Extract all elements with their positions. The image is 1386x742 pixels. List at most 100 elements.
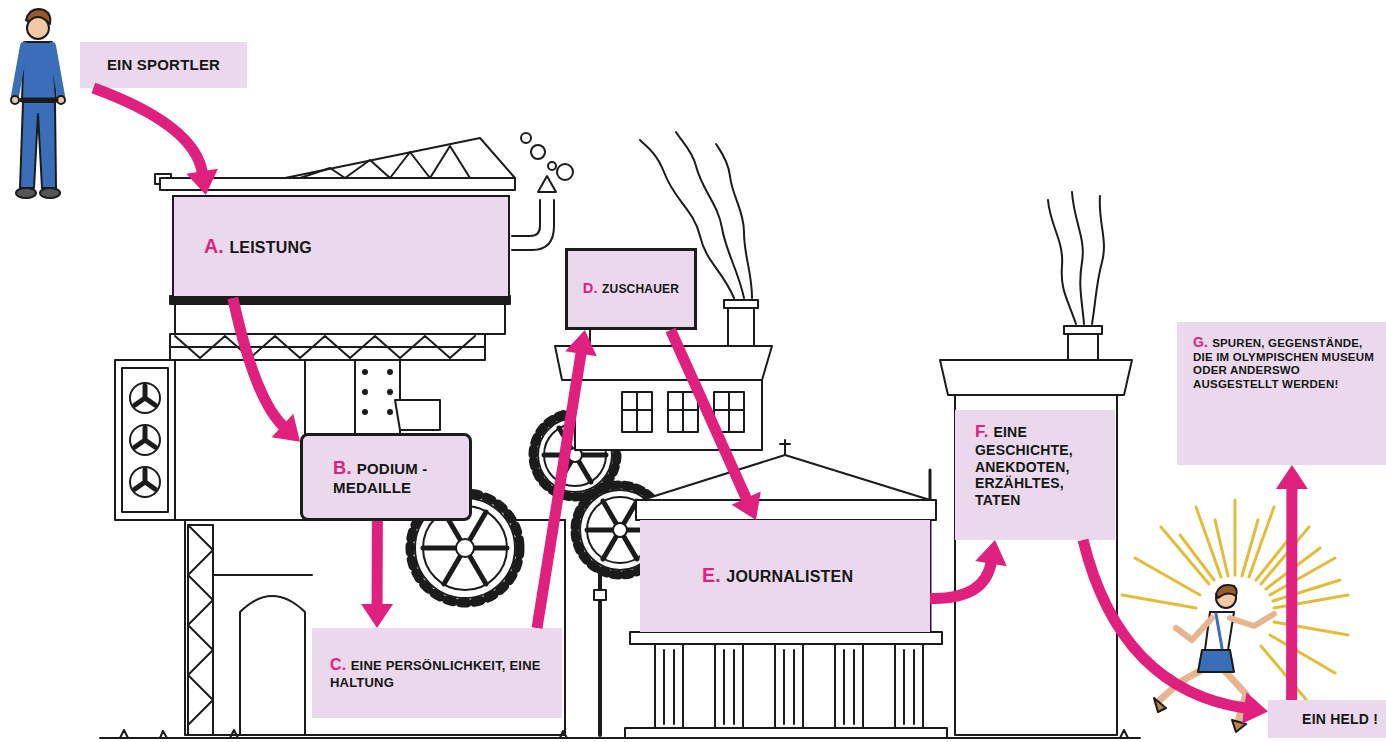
lamp-post [594, 575, 606, 735]
hero-label: EIN HELD ! [1268, 700, 1386, 738]
arrow-head [975, 540, 1007, 566]
arrow-head [1242, 692, 1268, 724]
arrow-shaft [930, 562, 991, 599]
hero-runner [1230, 614, 1274, 626]
stage-box: B.PODIUM - MEDAILLE [300, 433, 472, 521]
line-art [11, 9, 1348, 738]
callout-letter: E. [702, 564, 721, 586]
stage-box: G.SPUREN, GEGENSTÄNDE, DIE IM OLYMPISCHE… [1177, 322, 1386, 465]
callout-letter: B. [333, 457, 352, 478]
factory-building [115, 360, 175, 520]
athlete-figure [52, 46, 61, 96]
hero-runner [1154, 585, 1274, 732]
story-tower [1072, 192, 1084, 324]
press-temple [625, 440, 947, 738]
arrow-shaft [93, 88, 202, 173]
athlete-figure [11, 9, 65, 198]
hero-runner [1176, 618, 1212, 640]
athlete-figure [11, 96, 19, 104]
factory-building [240, 596, 305, 735]
stage-box: D. ZUSCHAUER [565, 248, 697, 330]
factory-building [130, 425, 160, 455]
factory-building [363, 410, 367, 414]
arrow-head [361, 604, 393, 628]
factory-building [512, 200, 554, 250]
factory-building [388, 390, 392, 394]
factory-building [388, 370, 392, 374]
factory-building [521, 133, 531, 143]
story-tower [940, 192, 1132, 735]
factory-building [135, 428, 155, 447]
factory-building [130, 467, 160, 497]
factory-building [388, 410, 392, 414]
factory-building [363, 390, 367, 394]
factory-building [213, 574, 312, 576]
gear-wheels [456, 539, 474, 557]
node-text: LEISTUNG [229, 239, 312, 256]
hero-runner [1198, 650, 1234, 672]
arrow-head [732, 492, 761, 520]
flow-arrow [233, 298, 300, 442]
press-temple [664, 650, 914, 724]
factory-building [122, 368, 168, 512]
athlete-figure [15, 46, 24, 96]
factory-building [135, 470, 155, 489]
press-temple [835, 644, 863, 730]
spectator-house [716, 144, 752, 298]
flow-arrow [930, 540, 1007, 598]
flow-arrow [537, 330, 597, 628]
hero-runner [1222, 668, 1246, 722]
text-block: G.SPUREN, GEGENSTÄNDE, DIE IM OLYMPISCHE… [1193, 334, 1380, 391]
text-block: B.PODIUM - MEDAILLE [333, 457, 459, 496]
arrow-shaft [372, 521, 383, 606]
callout-letter: D. [583, 280, 598, 296]
factory-building [538, 176, 556, 192]
factory-building [175, 304, 505, 334]
text-block: D. ZUSCHAUER [583, 280, 679, 297]
text-block: EIN SPORTLER [107, 56, 220, 74]
hero-runner [1216, 614, 1222, 648]
press-temple [780, 440, 790, 455]
flow-arrow [671, 330, 761, 520]
callout-letter: G. [1193, 334, 1208, 350]
flow-arrow [361, 521, 393, 628]
press-temple [642, 455, 930, 500]
flow-arrow [1083, 540, 1268, 724]
node-text: JOURNALISTEN [726, 568, 853, 585]
node-text: SPUREN, GEGENSTÄNDE, DIE IM OLYMPISCHEN … [1193, 337, 1374, 390]
stage-box: C.EINE PERSÖNLICHKEIT, EINE HALTUNG [312, 628, 562, 718]
story-tower [1048, 200, 1076, 324]
stage-box: E. JOURNALISTEN [640, 520, 930, 632]
press-temple [895, 644, 923, 730]
story-tower [1064, 326, 1102, 334]
athlete-figure [40, 188, 60, 198]
hero-runner [1232, 720, 1246, 732]
factory-building [170, 346, 485, 348]
hero-glow [1122, 500, 1348, 703]
factory-building [135, 386, 155, 405]
arrow-head [272, 414, 300, 442]
node-text: ZUSCHAUER [602, 282, 679, 296]
arrow-head [565, 330, 597, 356]
arrow-shaft [537, 352, 581, 628]
arrow-shaft [671, 330, 747, 500]
press-temple [636, 500, 936, 520]
hero-runner [1154, 698, 1166, 712]
athlete-figure [16, 188, 36, 198]
spectator-house [590, 330, 672, 346]
flow-arrow [1276, 465, 1308, 700]
story-tower [1092, 196, 1104, 324]
press-temple [630, 632, 942, 644]
arrow-shaft [233, 298, 284, 427]
arrow-head [186, 169, 218, 195]
node-text: EINE GESCHICHTE, ANEKDOTEN, ERZÄHLTES, T… [975, 424, 1073, 508]
text-block: A.LEISTUNG [204, 235, 312, 258]
spectator-house [622, 392, 744, 432]
arrow-shaft [1083, 540, 1246, 708]
spectator-house [724, 300, 758, 308]
stage-box: A.LEISTUNG [172, 195, 510, 298]
factory-building [160, 178, 515, 190]
factory-building [557, 164, 573, 180]
